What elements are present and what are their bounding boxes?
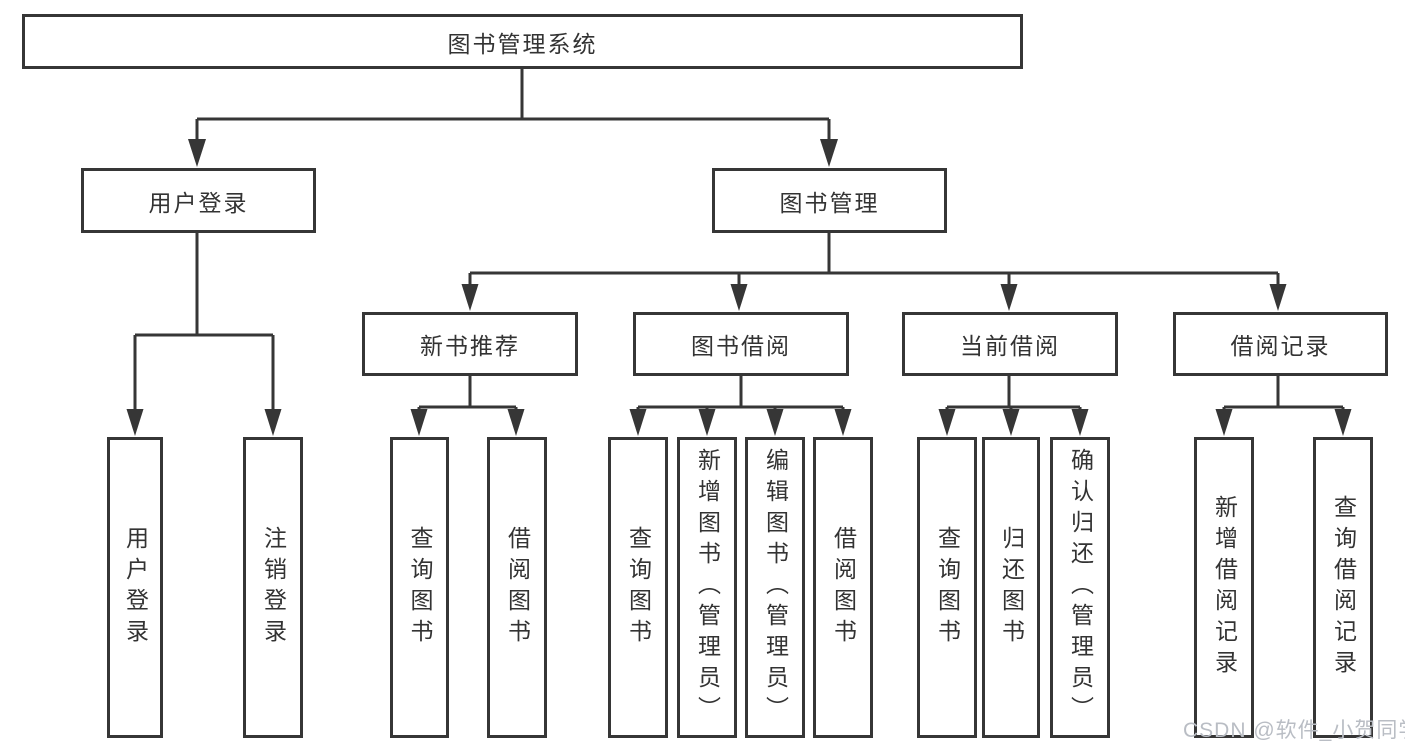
leaf-current-query-books: 查询图书: [917, 437, 977, 738]
leaf-borrow-borrow-books: 借阅图书: [813, 437, 873, 738]
leaf-current-confirm-return-admin: 确认归还（管理员）: [1050, 437, 1110, 738]
node-book-management: 图书管理: [712, 168, 947, 233]
node-user-login: 用户登录: [81, 168, 316, 233]
leaf-borrow-edit-books-admin: 编辑图书（管理员）: [745, 437, 805, 738]
connector-bookmgmt-to-level3: [461, 233, 1287, 311]
node-current-borrowing: 当前借阅: [902, 312, 1118, 376]
leaf-current-return-books: 归还图书: [982, 437, 1040, 738]
connector-currentborrow-to-leaves: [938, 376, 1089, 436]
node-book-borrowing: 图书借阅: [633, 312, 849, 376]
connector-bookborrow-to-leaves: [629, 376, 852, 436]
connector-root-to-level2: [188, 69, 838, 167]
leaf-newbooks-query-books: 查询图书: [390, 437, 449, 738]
leaf-records-query-record: 查询借阅记录: [1313, 437, 1373, 738]
leaf-logout: 注销登录: [243, 437, 303, 738]
csdn-watermark: CSDN @软件_小贺同学: [1183, 719, 1405, 742]
node-root-system: 图书管理系统: [22, 14, 1023, 69]
connector-borrowrecords-to-leaves: [1215, 376, 1352, 436]
leaf-user-login: 用户登录: [107, 437, 163, 738]
node-borrowing-records: 借阅记录: [1173, 312, 1388, 376]
leaf-records-add-record: 新增借阅记录: [1194, 437, 1254, 738]
leaf-newbooks-borrow-books: 借阅图书: [487, 437, 547, 738]
leaf-borrow-query-books: 查询图书: [608, 437, 668, 738]
connector-newbooks-to-leaves: [410, 376, 525, 436]
leaf-borrow-add-books-admin: 新增图书（管理员）: [677, 437, 737, 738]
connector-userlogin-to-leaves: [126, 233, 282, 436]
node-new-book-recommend: 新书推荐: [362, 312, 578, 376]
